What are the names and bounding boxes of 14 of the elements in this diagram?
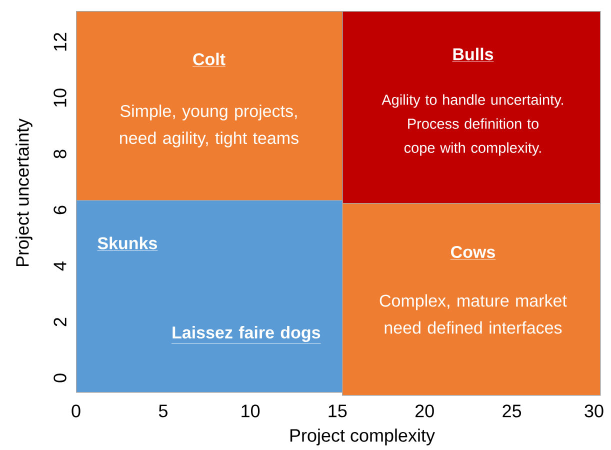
quadrant-title: Laissez faire dogs <box>171 326 321 344</box>
quadrant-title: Bulls <box>452 48 494 62</box>
axis-title: Project complexity <box>290 428 435 446</box>
quadrant-text: Simple, young projects, need agility, tight teams <box>120 104 298 148</box>
tick-label: 15 <box>328 404 347 418</box>
quadrant-title: Colt <box>192 52 226 67</box>
quadrant-title: Skunks <box>97 236 158 251</box>
tick-label: 6 <box>54 206 66 214</box>
axis-title: Project uncertainty <box>16 118 32 266</box>
tick-label: 8 <box>54 150 66 158</box>
tick-label: 0 <box>72 404 80 418</box>
quadrant-title: Cows <box>450 246 496 260</box>
quadrant-text: Agility to handle uncertainty. Process definition to cope with complexity. <box>382 94 563 156</box>
quadrant-text: Complex, mature market need defined interfaces <box>380 294 567 334</box>
